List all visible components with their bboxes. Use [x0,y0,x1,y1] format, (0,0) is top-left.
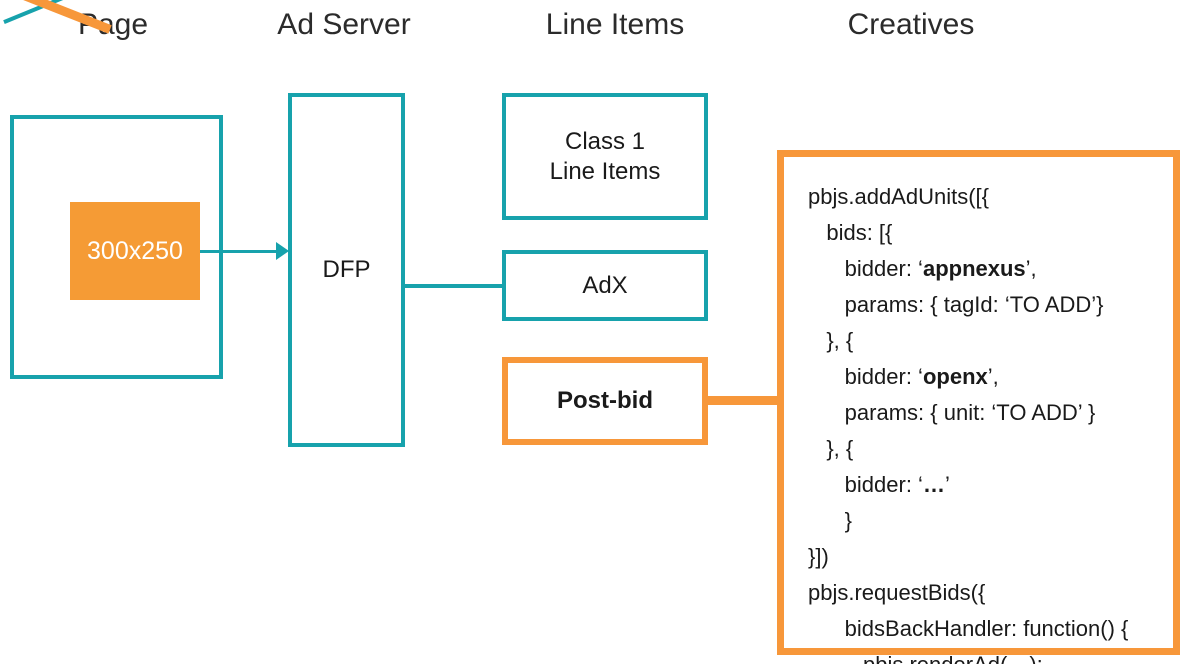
column-header-ad-server: Ad Server [277,8,411,41]
code-line: bidsBackHandler: function() { [808,616,1129,641]
code-line: bidder: ‘appnexus’, [808,256,1037,281]
dfp-label: DFP [322,256,371,283]
code-line: pbjs.addAdUnits([{ [808,184,989,209]
creatives-code-block: pbjs.addAdUnits([{ bids: [{ bidder: ‘app… [777,150,1180,664]
class1-line-items-label: Class 1 Line Items [549,127,661,185]
adx-label: AdX [582,271,628,299]
dfp-box: DFP [288,93,405,447]
connector-slot-to-dfp [200,250,282,253]
column-header-creatives: Creatives [847,8,975,41]
ad-slot-300x250: 300x250 [70,202,200,300]
ad-slot-label: 300x250 [87,237,183,265]
class1-line-items-box: Class 1 Line Items [502,93,708,220]
code-line: pbjs.requestBids({ [808,580,986,605]
connector-postbid-to-creatives [703,396,783,405]
code-line: bids: [{ [808,220,893,245]
post-bid-box: Post-bid [502,357,708,445]
code-line: params: { unit: ‘TO ADD’ } [808,400,1096,425]
code-line: params: { tagId: ‘TO ADD’} [808,292,1104,317]
connector-dfp-to-adx [403,284,505,288]
adx-box: AdX [502,250,708,321]
code-line: bidder: ‘…’ [808,472,950,497]
code-lines-container: pbjs.addAdUnits([{ bids: [{ bidder: ‘app… [808,179,1167,664]
code-line: }, { [808,436,854,461]
arrowhead-icon [276,242,289,260]
column-header-line-items: Line Items [545,8,685,41]
code-line: } [808,508,853,533]
code-line: pbjs.renderAd(…); [808,647,1167,664]
code-line: bidder: ‘openx’, [808,364,999,389]
post-bid-label: Post-bid [557,387,653,414]
code-line: }]) [808,544,829,569]
code-line: }, { [808,328,854,353]
